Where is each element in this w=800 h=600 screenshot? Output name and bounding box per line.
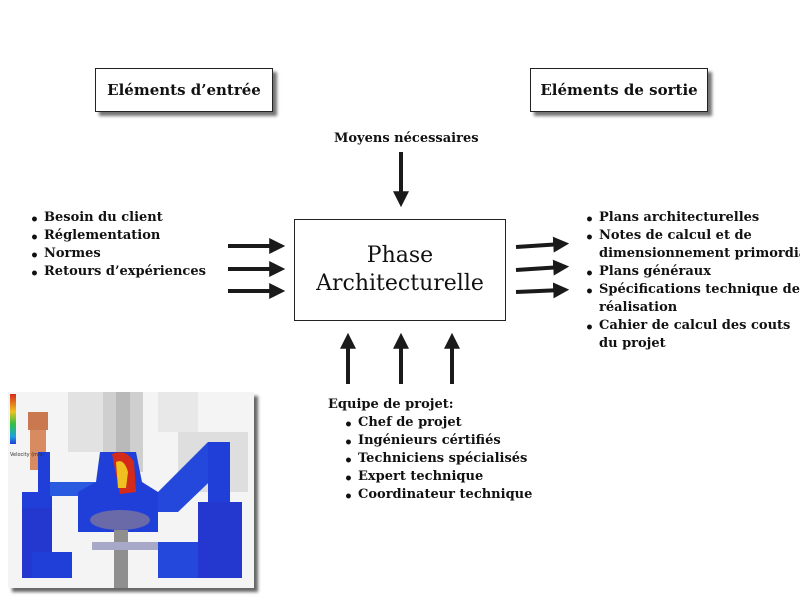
bullet-icon: • [344, 453, 353, 469]
team-list: •Chef de projet •Ingénieurs cértifiés •T… [344, 414, 532, 504]
flow-simulation-image: Velocity (m/s) [8, 392, 254, 588]
means-label: Moyens nécessaires [334, 131, 479, 146]
legend-label: Velocity (m/s) [10, 452, 44, 458]
bullet-icon: • [344, 489, 353, 505]
arrow-right-icon [515, 282, 570, 299]
bullet-icon: • [344, 471, 353, 487]
inputs-title-box: Eléments d’entrée [95, 68, 273, 112]
list-item: •Plans architecturelles [585, 210, 760, 228]
bullet-icon: • [30, 212, 39, 228]
outputs-list: •Plans architecturelles •Notes de calcul… [585, 209, 800, 353]
team-title: Equipe de projet: [328, 397, 454, 412]
phase-box: Phase Architecturelle [294, 219, 506, 321]
outputs-title-box: Eléments de sortie [530, 68, 708, 112]
arrow-right-icon [515, 259, 570, 276]
bullet-icon: • [344, 435, 353, 451]
bullet-icon: • [344, 417, 353, 433]
list-item: •Réglementation [30, 228, 161, 246]
bullet-icon: • [585, 266, 594, 282]
list-item: •Chef de projet [344, 415, 462, 433]
list-item: •Besoin du client [30, 210, 163, 228]
list-item: •Plans généraux [585, 264, 711, 282]
list-item: •Normes [30, 246, 101, 264]
bullet-icon: • [30, 248, 39, 264]
phase-title-line2: Architecturelle [316, 271, 484, 296]
bullet-icon: • [30, 266, 39, 282]
bullet-icon: • [585, 284, 594, 300]
bullet-icon: • [585, 320, 594, 336]
list-item: •Coordinateur technique [344, 487, 533, 505]
outputs-title: Eléments de sortie [540, 81, 698, 99]
inputs-title: Eléments d’entrée [107, 81, 261, 99]
bullet-icon: • [30, 230, 39, 246]
inputs-list: •Besoin du client •Réglementation •Norme… [30, 209, 206, 281]
list-item: •Techniciens spécialisés [344, 451, 528, 469]
list-item: •Ingénieurs cértifiés [344, 433, 501, 451]
arrow-right-icon [515, 236, 570, 253]
bullet-icon: • [585, 212, 594, 228]
phase-title-line1: Phase [366, 243, 434, 268]
list-item: •Retours d’expériences [30, 264, 206, 282]
bullet-icon: • [585, 230, 594, 246]
list-item: •Expert technique [344, 469, 484, 487]
